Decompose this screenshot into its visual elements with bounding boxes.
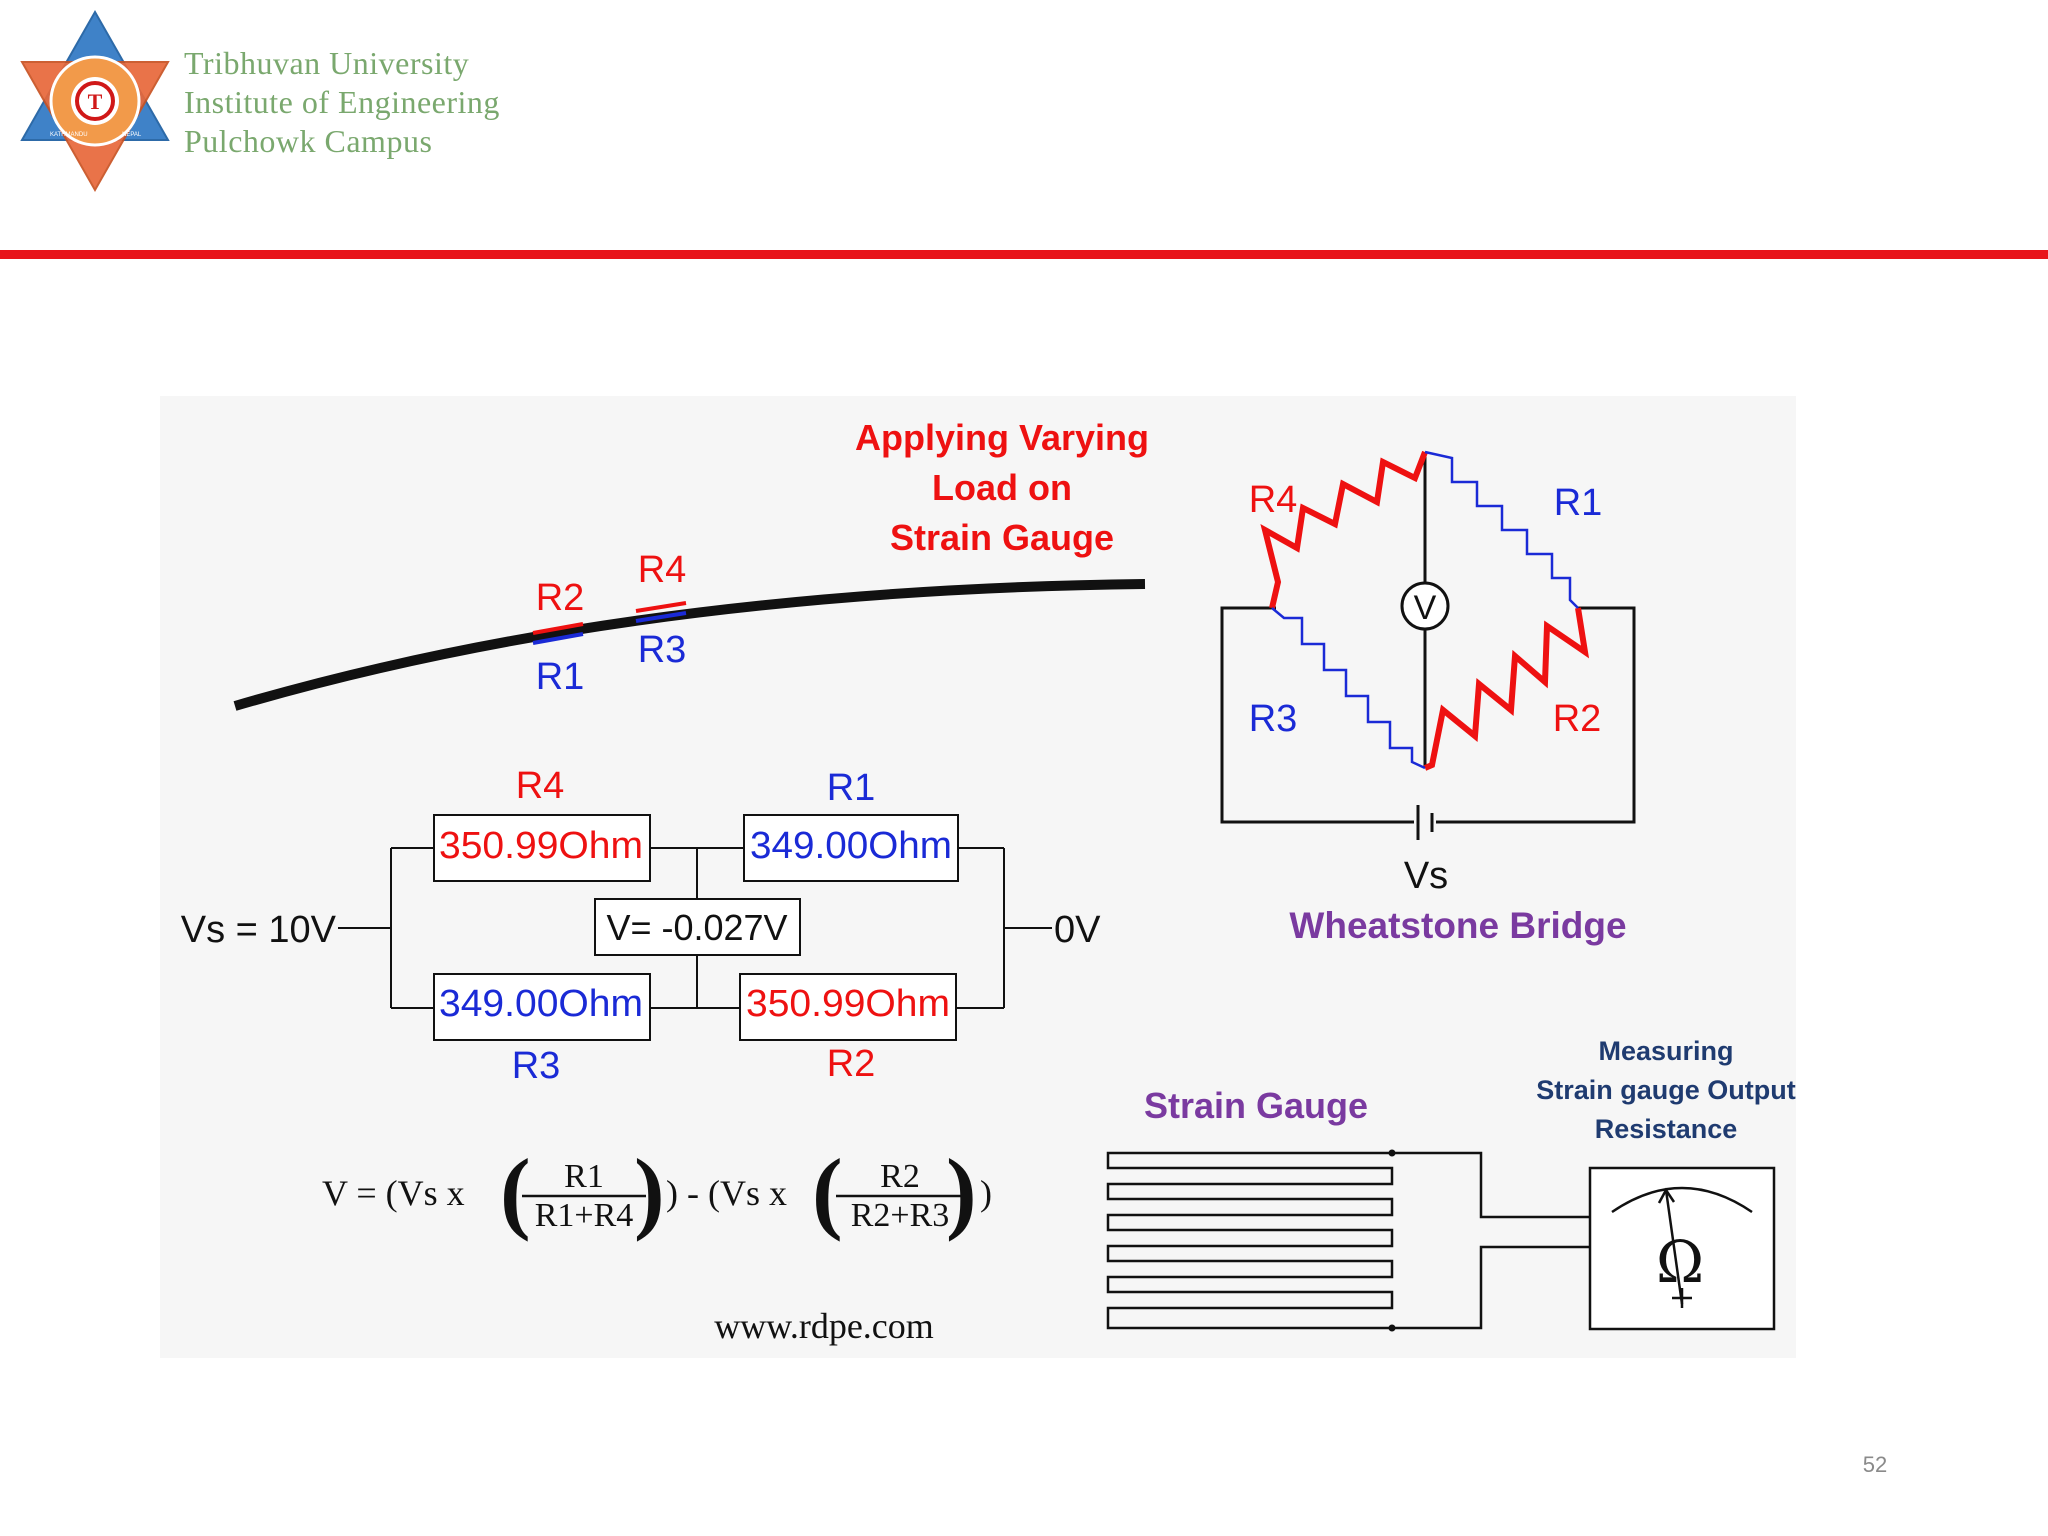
- source-url: www.rdpe.com: [714, 1306, 934, 1346]
- formula-frac2-denominator: R2+R3: [851, 1197, 950, 1234]
- formula-frac1-denominator: R1+R4: [535, 1197, 634, 1234]
- meter-caption-line-3: Resistance: [1595, 1114, 1738, 1144]
- resistor-r4-label: R4: [516, 765, 565, 807]
- institution-line-2: Institute of Engineering: [184, 84, 500, 120]
- beam-label-r3: R3: [638, 629, 687, 671]
- voltmeter: [1400, 581, 1450, 631]
- strain-gauge-title: Strain Gauge: [1144, 1085, 1368, 1126]
- bridge-label-r2: R2: [1553, 698, 1602, 740]
- resistor-r2-label: R2: [827, 1043, 876, 1085]
- bridge-circuit: R4 R1 R3 R2 350.99Ohm 349.00Ohm 349.00Oh…: [181, 765, 1101, 1087]
- gauge-r3-marker: [635, 611, 687, 623]
- voltage-reading: V= -0.027V: [606, 907, 787, 948]
- resistor-r2-value: 350.99Ohm: [746, 983, 950, 1025]
- bridge-r3-resistor: [1271, 607, 1426, 770]
- formula-frac1-numerator: R1: [564, 1158, 604, 1195]
- formula-lead: V = (Vs x: [322, 1173, 465, 1213]
- resistor-r3-box: [433, 973, 651, 1041]
- voltmeter-symbol: V: [1414, 589, 1437, 627]
- gauge-r2-marker: [532, 622, 584, 635]
- output-voltage-formula: V = (Vs x ( R1 R1+R4 ) ) - (Vs x ( R2 R2…: [322, 1140, 992, 1346]
- resistor-r4-box: [433, 814, 651, 882]
- bridge-source-label: Vs: [1404, 855, 1448, 897]
- wheatstone-bridge-title: Wheatstone Bridge: [1289, 905, 1626, 946]
- strain-gauge-measurement: Strain Gauge Measuring Strain gauge Outp…: [1106, 1036, 1796, 1332]
- beam-label-r1: R1: [536, 656, 585, 698]
- formula-tail: ): [980, 1173, 992, 1213]
- formula-middle: ) - (Vs x: [666, 1173, 787, 1213]
- svg-text:T: T: [88, 89, 103, 114]
- figure-background: [160, 396, 1796, 1358]
- voltage-reading-box: [594, 898, 801, 956]
- header-divider: [0, 250, 2048, 259]
- formula-frac2-numerator: R2: [880, 1158, 920, 1195]
- strain-gauge-grid: [1106, 1151, 1394, 1330]
- meter-caption-line-2: Strain gauge Output: [1536, 1075, 1796, 1105]
- formula-paren-2-close: ): [946, 1140, 977, 1242]
- ground-voltage-label: 0V: [1054, 909, 1101, 951]
- load-caption-line-3: Strain Gauge: [890, 517, 1114, 558]
- institution-line-3: Pulchowk Campus: [184, 123, 433, 159]
- resistor-r3-label: R3: [512, 1045, 561, 1087]
- ohm-symbol: Ω: [1656, 1228, 1704, 1296]
- gauge-r4-marker: [635, 601, 687, 613]
- bridge-r4-resistor: [1260, 450, 1428, 609]
- formula-paren-2-open: (: [812, 1140, 843, 1242]
- ohmmeter-icon: [1611, 1186, 1753, 1308]
- resistor-r3-value: 349.00Ohm: [439, 983, 643, 1025]
- beam-label-r2: R2: [536, 577, 585, 619]
- formula-paren-1-open: (: [500, 1140, 531, 1242]
- resistor-r1-label: R1: [827, 767, 876, 809]
- wheatstone-bridge: V R4 R1 R3 R2 Vs Wheatstone Bridge: [1220, 450, 1636, 946]
- bridge-label-r1: R1: [1554, 482, 1603, 524]
- resistor-r1-box: [743, 814, 959, 882]
- load-caption-line-1: Applying Varying: [855, 417, 1149, 458]
- resistor-r1-value: 349.00Ohm: [750, 825, 952, 867]
- university-logo-icon: T KATHMANDU NEPAL: [20, 9, 170, 193]
- page-number: 52: [1862, 1452, 1888, 1477]
- formula-paren-1-close: ): [634, 1140, 665, 1242]
- bridge-r1-resistor: [1424, 450, 1579, 609]
- svg-text:NEPAL: NEPAL: [122, 132, 142, 138]
- svg-text:KATHMANDU: KATHMANDU: [50, 132, 88, 138]
- resistor-r2-box: [739, 973, 957, 1041]
- resistor-r4-value: 350.99Ohm: [439, 825, 643, 867]
- bending-beam: [233, 579, 1146, 711]
- supply-voltage-label: Vs = 10V: [181, 909, 337, 951]
- gauge-r1-marker: [532, 632, 584, 645]
- bridge-label-r3: R3: [1249, 698, 1298, 740]
- beam-label-r4: R4: [638, 549, 687, 591]
- bridge-r2-resistor: [1423, 607, 1590, 771]
- load-caption-line-2: Load on: [932, 467, 1072, 508]
- beam-section: R2 R4 R1 R3 Applying Varying Load on Str…: [233, 417, 1149, 711]
- bridge-label-r4: R4: [1249, 479, 1298, 521]
- slide-header: T KATHMANDU NEPAL Tribhuvan University I…: [0, 0, 2048, 260]
- institution-line-1: Tribhuvan University: [184, 45, 470, 81]
- meter-caption-line-1: Measuring: [1598, 1036, 1733, 1066]
